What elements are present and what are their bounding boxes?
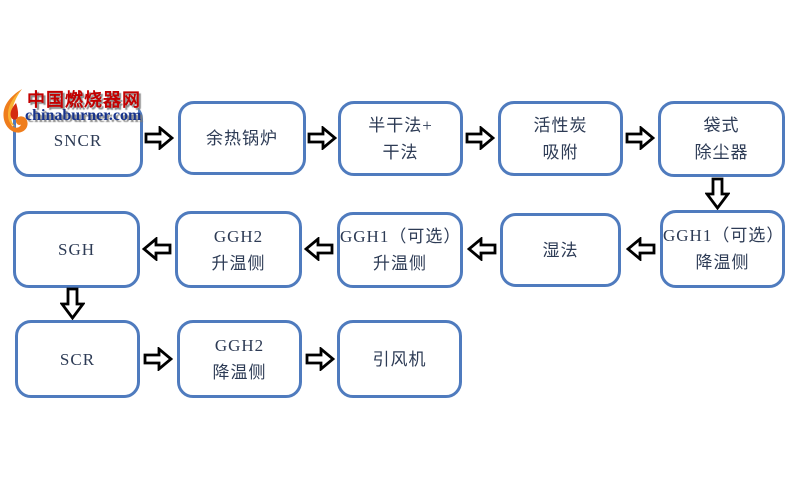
arrow-down-icon [705, 177, 730, 210]
arrow-left-icon [626, 237, 656, 261]
node-activated-carbon: 活性炭 吸附 [498, 101, 623, 176]
node-label: 半干法+ [368, 115, 433, 135]
node-label: SCR [59, 349, 96, 369]
node-wet-process: 湿法 [500, 213, 621, 287]
arrow-left-icon [304, 237, 334, 261]
arrow-down-icon [60, 287, 85, 320]
node-label: GGH1（可选） [340, 227, 462, 246]
watermark-background [0, 84, 138, 117]
watermark: 中国燃烧器网 chinaburner.com [0, 84, 152, 138]
arrow-right-icon [143, 347, 173, 371]
watermark-site-url: chinaburner.com [25, 107, 142, 124]
node-label: 升温侧 [373, 254, 427, 273]
node-ggh1-heating-side: GGH1（可选） 升温侧 [337, 212, 463, 288]
node-label: 升温侧 [211, 253, 266, 273]
node-semi-dry: 半干法+ 干法 [338, 101, 463, 176]
node-label: 引风机 [372, 349, 427, 369]
watermark-site-name: 中国燃烧器网 [27, 90, 141, 110]
node-ggh2-cooling-side: GGH2 降温侧 [177, 320, 302, 398]
arrow-right-icon [305, 347, 335, 371]
node-label: SNCR [53, 130, 103, 150]
node-label: 袋式 [703, 116, 740, 135]
node-ggh2-heating-side: GGH2 升温侧 [175, 211, 302, 288]
arrow-right-icon [625, 126, 655, 150]
node-label: SGH [57, 240, 95, 259]
node-label: 除尘器 [694, 143, 749, 162]
node-ggh1-cooling-side: GGH1（可选） 降温侧 [660, 210, 785, 288]
flame-icon [2, 88, 29, 134]
node-scr: SCR [15, 320, 140, 398]
node-label: 余热锅炉 [206, 128, 278, 148]
node-waste-heat-boiler: 余热锅炉 [178, 101, 306, 175]
node-label: GGH2 [213, 226, 264, 246]
node-label: GGH1（可选） [663, 226, 785, 245]
arrow-left-icon [142, 237, 172, 261]
node-label: 湿法 [542, 240, 579, 260]
node-label: 降温侧 [212, 363, 267, 382]
arrow-right-icon [144, 126, 174, 150]
arrow-right-icon [307, 126, 337, 150]
node-label: 干法 [382, 142, 419, 162]
node-label: 活性炭 [533, 115, 588, 135]
arrow-right-icon [465, 126, 495, 150]
node-bag-filter: 袋式 除尘器 [658, 101, 785, 177]
node-label: 吸附 [542, 142, 579, 162]
node-induced-draft-fan: 引风机 [337, 320, 462, 398]
node-label: GGH2 [214, 336, 265, 355]
node-label: 降温侧 [695, 253, 750, 272]
arrow-left-icon [467, 237, 497, 261]
node-sgh: SGH [13, 211, 140, 288]
